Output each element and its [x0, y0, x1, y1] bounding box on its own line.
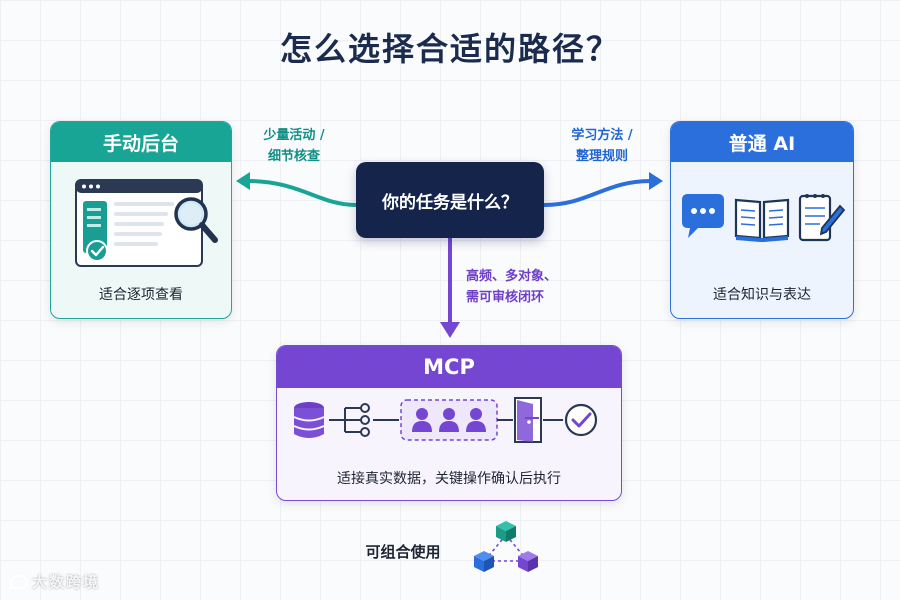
arrow-to-left-card: [236, 172, 358, 207]
door-icon: [514, 397, 542, 443]
cube-right: [518, 551, 538, 572]
chat-bubble-icon: [682, 194, 724, 238]
mcp-title: MCP: [277, 346, 621, 388]
compose-label: 可组合使用: [365, 543, 441, 561]
watermark-logo-icon: [10, 575, 28, 589]
right-arrow-label: 学习方法 / 整理规则: [571, 128, 633, 164]
down-arrow-label: 高频、多对象、 需可审核闭环: [466, 269, 558, 305]
checkmark-icon: [564, 403, 598, 437]
manual-backend-caption: 适合逐项查看: [99, 287, 183, 303]
manual-backend-card: 手动后台 适合逐项查看: [50, 121, 232, 319]
open-book-icon: [734, 198, 790, 242]
arrow-to-right-card: [542, 172, 663, 207]
page-title: 怎么选择合适的路径？: [279, 30, 620, 68]
center-question-box: 你的任务是什么？: [356, 162, 544, 238]
general-ai-card: 普通 AI 适合知识与表达: [670, 121, 854, 319]
users-group-icon: [400, 399, 498, 441]
cubes-network-icon: [474, 521, 538, 572]
general-ai-caption: 适合知识与表达: [713, 287, 811, 303]
mcp-caption: 适接真实数据，关键操作确认后执行: [337, 471, 561, 487]
center-question-text: 你的任务是什么？: [382, 192, 518, 213]
arrow-to-mcp-card: [440, 238, 460, 338]
mcp-flow-icons: [293, 397, 598, 443]
dashboard-magnifier-icon: [75, 179, 218, 267]
mcp-card: MCP: [276, 345, 622, 501]
left-arrow-label: 少量活动 / 细节核查: [263, 128, 325, 164]
database-icon: [293, 402, 325, 438]
manual-backend-title: 手动后台: [51, 122, 231, 162]
notepad-pen-icon: [798, 194, 846, 242]
cube-left: [474, 551, 494, 572]
cube-top: [496, 521, 516, 542]
watermark: 大数跨境: [10, 571, 100, 592]
branch-icon: [329, 403, 399, 437]
general-ai-title: 普通 AI: [671, 122, 853, 162]
